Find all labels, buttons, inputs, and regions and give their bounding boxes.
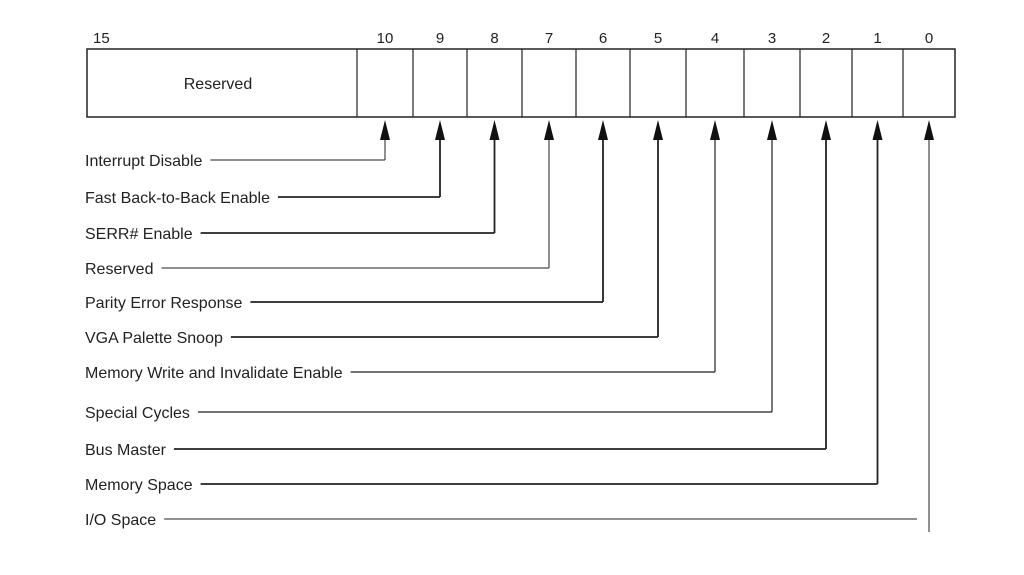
register-box bbox=[86, 48, 956, 118]
bit-number-label: 5 bbox=[654, 30, 662, 47]
arrow-head-icon bbox=[544, 120, 554, 140]
bit-number-label: 10 bbox=[377, 30, 394, 47]
arrow-head-icon bbox=[872, 120, 883, 140]
arrow-head-icon bbox=[710, 120, 720, 140]
bit-number-label: 2 bbox=[822, 30, 830, 47]
bit-number-label: 1 bbox=[873, 30, 881, 47]
bit-label-15: 15 bbox=[93, 30, 110, 47]
arrow-head-icon bbox=[653, 120, 663, 140]
bit-name-label: Memory Write and Invalidate Enable bbox=[85, 365, 343, 382]
bit-number-label: 6 bbox=[599, 30, 607, 47]
bit-name-label: Fast Back-to-Back Enable bbox=[85, 190, 270, 207]
arrow-head-icon bbox=[821, 120, 831, 140]
arrow-head-icon bbox=[380, 120, 390, 140]
bit-number-label: 7 bbox=[545, 30, 553, 47]
bit-name-label: I/O Space bbox=[85, 512, 156, 529]
bit-name-label: Special Cycles bbox=[85, 405, 190, 422]
bit-number-label: 0 bbox=[925, 30, 933, 47]
bit-name-label: Memory Space bbox=[85, 477, 193, 494]
bit-name-label: SERR# Enable bbox=[85, 226, 193, 243]
bit-number-label: 9 bbox=[436, 30, 444, 47]
arrow-head-icon bbox=[435, 120, 445, 140]
reserved-field-label: Reserved bbox=[184, 76, 252, 93]
arrow-head-icon bbox=[598, 120, 608, 140]
bit-name-label: VGA Palette Snoop bbox=[85, 330, 223, 347]
bit-name-label: Interrupt Disable bbox=[85, 153, 202, 170]
bit-number-label: 4 bbox=[711, 30, 719, 47]
bit-name-label: Parity Error Response bbox=[85, 295, 242, 312]
arrow-head-icon bbox=[924, 120, 934, 140]
arrow-head-icon bbox=[489, 120, 500, 140]
bit-name-label: Bus Master bbox=[85, 442, 167, 459]
bit-name-label: Reserved bbox=[85, 261, 153, 278]
arrow-head-icon bbox=[767, 120, 777, 140]
bit-number-label: 3 bbox=[768, 30, 776, 47]
bit-number-label: 8 bbox=[490, 30, 498, 47]
